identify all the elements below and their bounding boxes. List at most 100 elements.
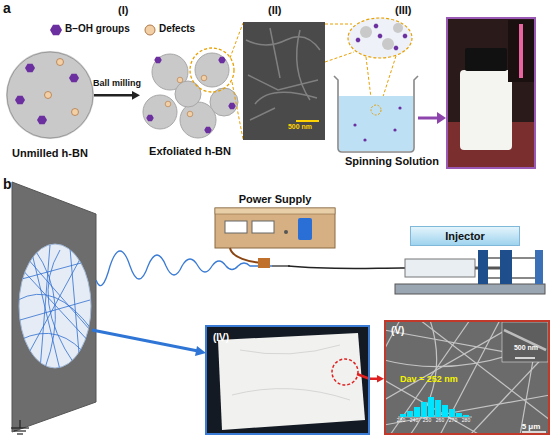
solution-photo [447, 18, 535, 168]
zoom-line [230, 23, 243, 58]
collector-plate [12, 182, 96, 432]
sem-flake-edge [270, 28, 280, 78]
indicator-dot [284, 230, 288, 234]
arrow-head [437, 112, 446, 124]
particle-outline [7, 52, 93, 138]
injector-label: Injector [410, 226, 520, 246]
ground-symbol [14, 430, 26, 431]
legend-text: Defects [159, 23, 195, 35]
axis-tick: 260 [434, 418, 446, 424]
boh-group [218, 57, 226, 63]
defect [165, 101, 171, 107]
image-annotation: 500 nm [502, 344, 550, 352]
process-arrow [370, 375, 384, 383]
bottle-cap [465, 48, 507, 71]
fiber [30, 245, 60, 370]
edge-label: Ball milling [77, 78, 157, 88]
zoom-line [325, 52, 354, 62]
defect [72, 109, 79, 116]
pump-block [478, 250, 488, 284]
zoom-ellipse [348, 18, 412, 58]
scale-bar [296, 120, 319, 122]
defect [201, 75, 207, 81]
process-arrow [92, 330, 198, 351]
nanofiber [384, 322, 520, 400]
histogram-bar [407, 411, 413, 417]
laser-tube [519, 24, 523, 78]
scale-bar [522, 431, 546, 433]
step-number: (I) [118, 4, 142, 17]
ground-symbol [19, 420, 20, 428]
defect [57, 59, 64, 66]
mat-photo [205, 325, 370, 435]
boh-group [374, 24, 379, 28]
sem-micrograph [243, 22, 325, 140]
fiber [40, 245, 50, 370]
boh-group [394, 46, 399, 50]
boh-group [378, 34, 383, 38]
node-outline [6, 51, 94, 139]
hbn-flake [382, 38, 394, 50]
bottle-body [460, 70, 512, 150]
fiber [48, 250, 75, 365]
defect [187, 111, 193, 117]
power-switch [298, 218, 312, 240]
process-arrow [94, 91, 140, 100]
nanofiber-network [384, 320, 550, 435]
boh-group [154, 57, 162, 63]
sem-inset [502, 322, 548, 362]
fiber-mat [218, 333, 365, 430]
fiber-mesh [18, 245, 92, 370]
pump-block [500, 250, 512, 284]
boh-group [228, 103, 236, 109]
axis-tick: 240 [408, 418, 420, 424]
histogram-bar [442, 405, 448, 417]
zoom-line [232, 82, 243, 139]
ground-symbol [11, 427, 29, 428]
hbn-flake [360, 26, 372, 38]
photo-panel: (IV) [205, 325, 370, 435]
particle-dot [363, 138, 366, 141]
zoom-circle [332, 359, 358, 385]
particle-cluster: Exfoliated h-BN [140, 48, 240, 143]
defect [45, 92, 52, 99]
boh-group [146, 115, 154, 121]
syringe-tip [400, 267, 405, 269]
panel-number: (V) [391, 325, 421, 337]
sem-flake-edge [246, 37, 320, 50]
boh-swatch [50, 25, 62, 35]
panel-letter: b [3, 176, 19, 192]
fiber [35, 250, 55, 368]
node-caption: Unmilled h-BN [0, 147, 105, 160]
fiber [20, 333, 90, 360]
scale-label: 500 nm [279, 123, 321, 131]
sem-flake-edge [250, 108, 275, 120]
sem-flake-edge [297, 30, 310, 100]
panel-letter: a [3, 0, 19, 16]
device-label: Power Supply [215, 193, 335, 206]
histogram-bar [428, 397, 434, 417]
pump-rod [488, 277, 540, 279]
defect-swatch [145, 25, 155, 35]
fiber [18, 265, 92, 345]
zoom-line [325, 24, 352, 25]
hbn-flake [195, 53, 229, 87]
node-caption: Exfoliated h-BN [135, 145, 245, 158]
feed-tube [288, 266, 402, 269]
histogram-bar [435, 400, 441, 417]
solution-liquid [339, 96, 413, 151]
hbn-flake [143, 95, 177, 129]
hbn-particle [6, 51, 94, 139]
scale-bar [515, 357, 535, 359]
power-supply: Power Supply [215, 193, 335, 250]
boh-group [25, 64, 35, 73]
step-number: (III) [395, 4, 427, 17]
connector-line [94, 94, 134, 97]
boh-group [356, 38, 361, 42]
histogram-bar [421, 402, 427, 417]
sem-texture [246, 28, 320, 120]
particle-dot [393, 128, 396, 131]
sem-flake-edge [255, 92, 317, 104]
legend-text: B−OH groups [65, 23, 130, 35]
